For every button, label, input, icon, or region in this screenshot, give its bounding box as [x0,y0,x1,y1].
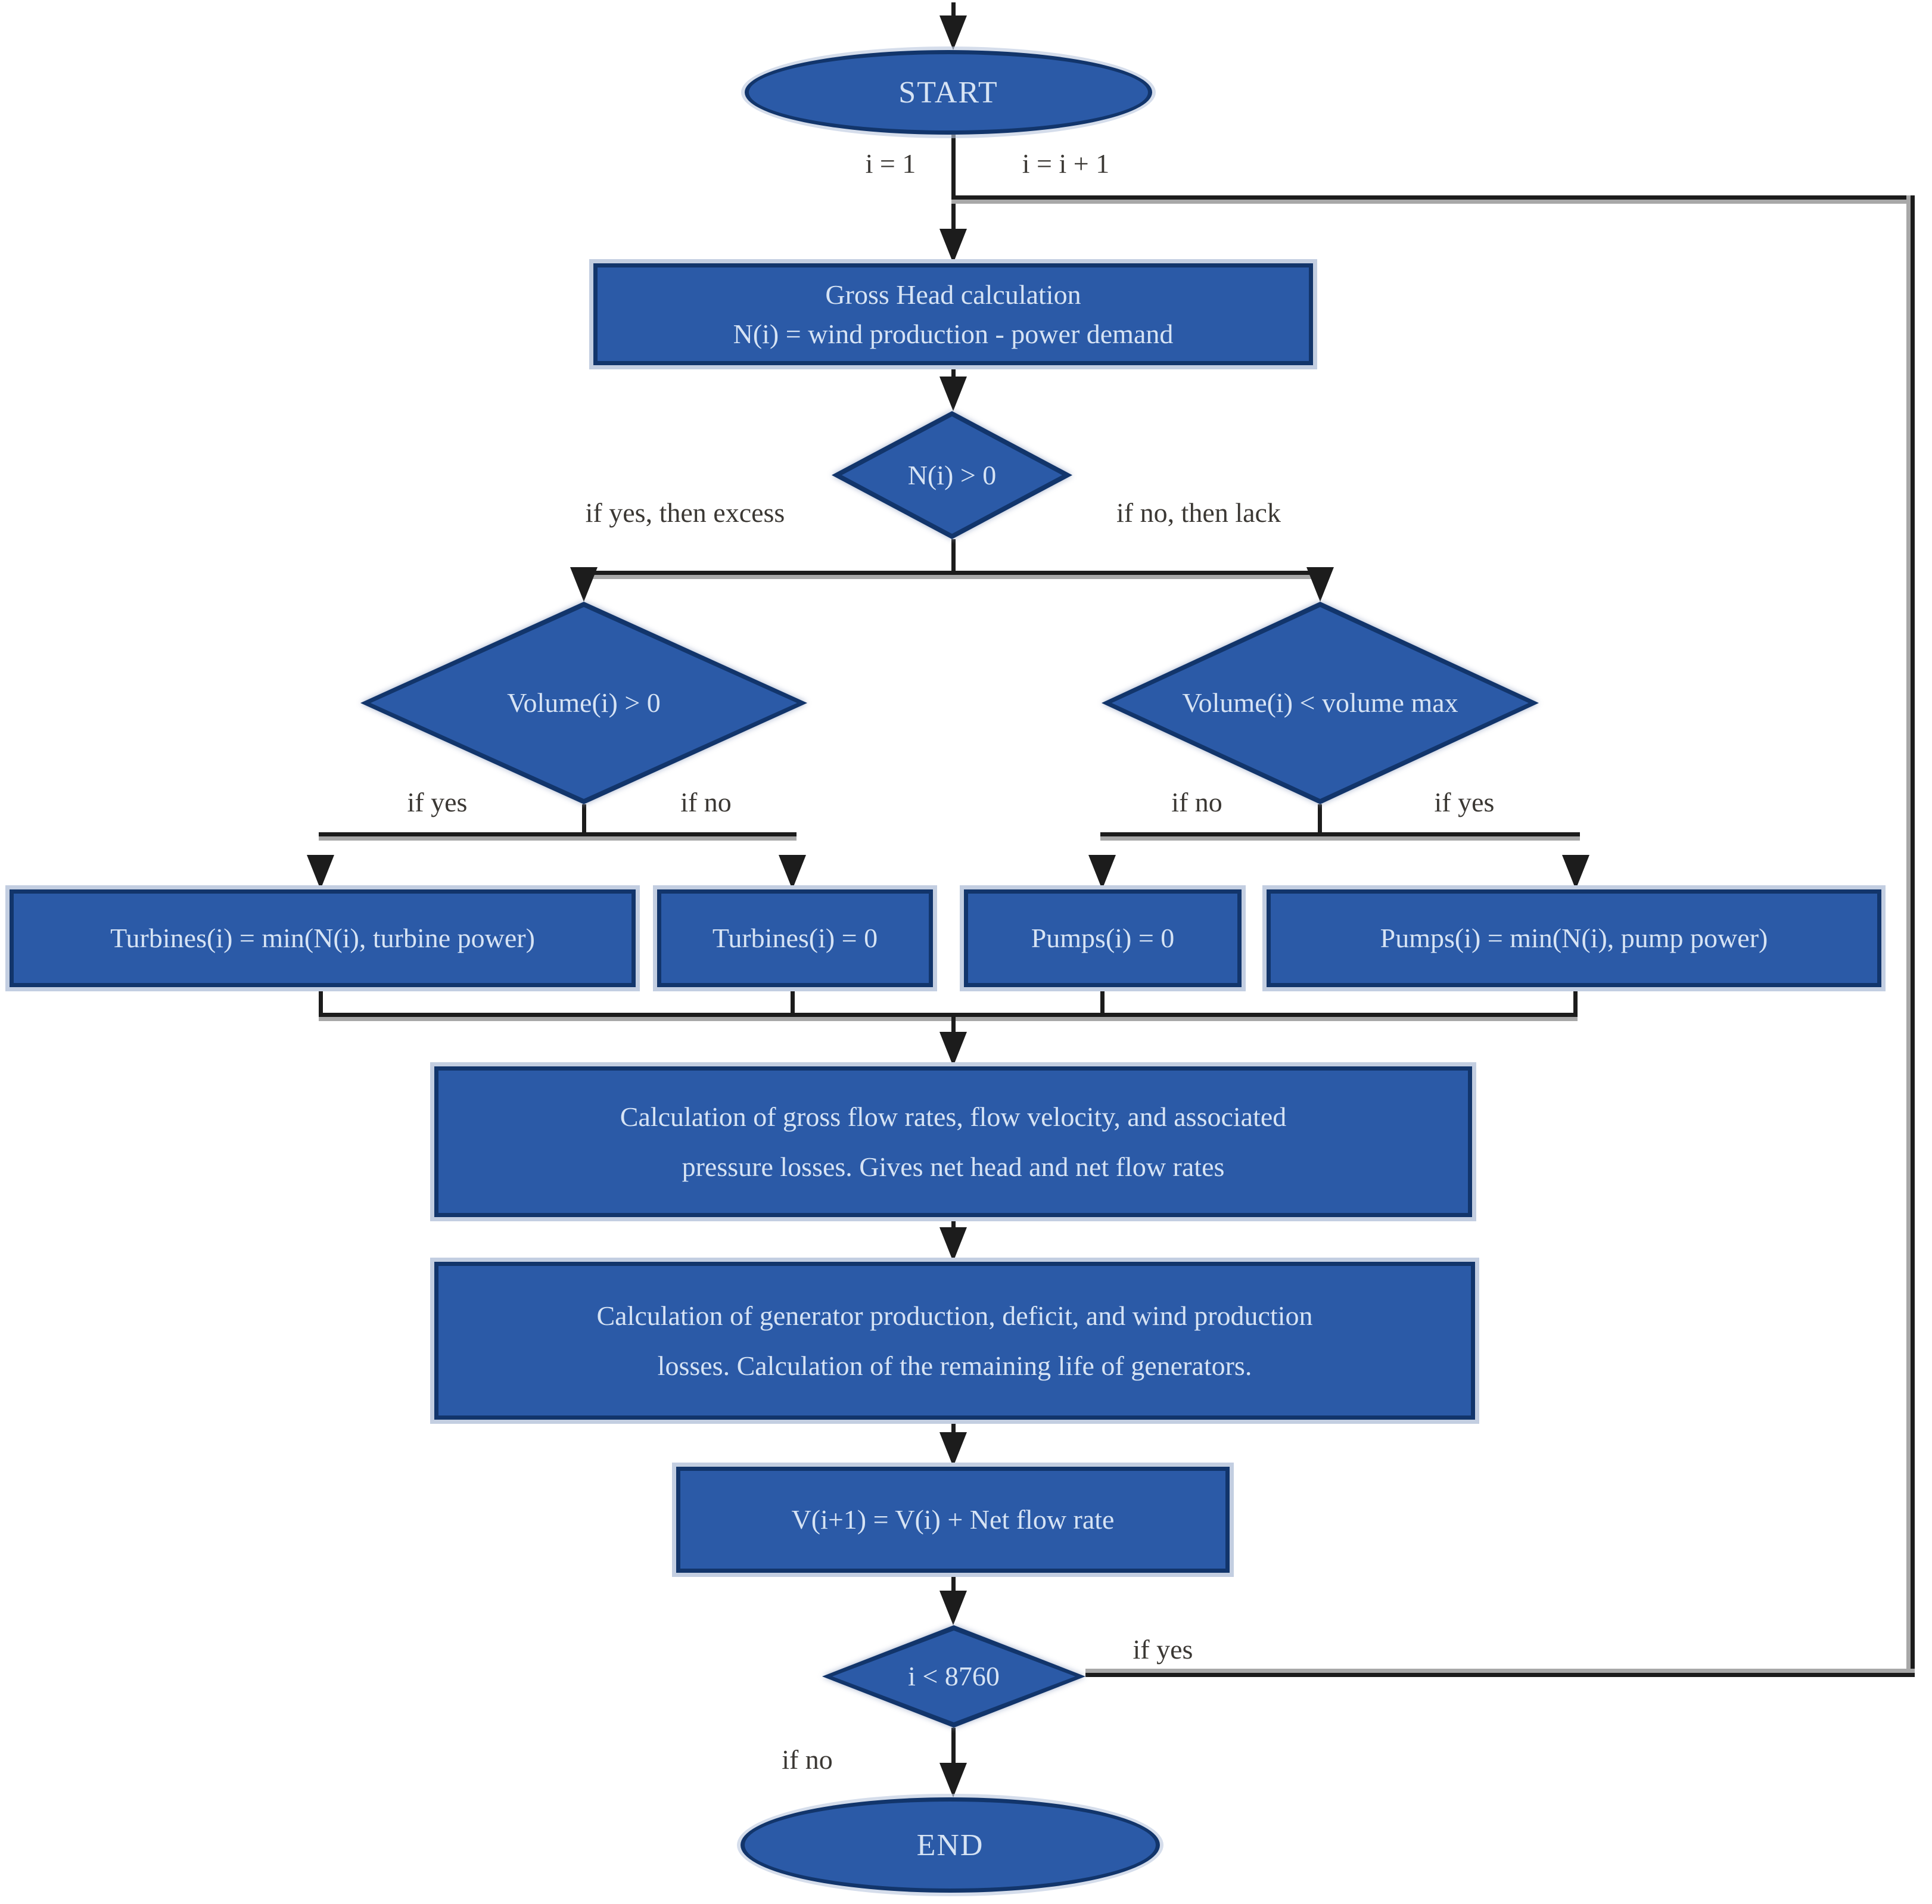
node-i-decision-label: i < 8760 [908,1661,1000,1691]
arrowhead-down-icon [939,1032,967,1066]
arrowhead-down-icon [779,855,806,889]
connector-flow-to-gen [951,1217,956,1228]
connector-loop-bottom [1085,1673,1915,1677]
connector-voll-down [582,804,586,832]
connector-collector-down [951,1013,956,1033]
edge-label-vol-right-yes: if yes [1434,787,1495,817]
node-n-decision-label: N(i) > 0 [907,459,997,490]
connector-i-to-end [951,1728,956,1763]
node-pumps-zero: Pumps(i) = 0 [964,889,1242,987]
edge-label-vol-left-yes: if yes [407,787,468,817]
arrowhead-down-icon [1562,855,1589,889]
connector-voll-split [319,832,797,836]
connector-stub [319,987,323,1013]
connector-n-down [951,539,956,571]
arrowhead-down-icon [570,567,598,602]
arrowhead-down-icon [939,15,967,50]
node-calc-flow-line1: Calculation of gross flow rates, flow ve… [620,1101,1287,1132]
arrowhead-down-icon [939,377,967,411]
node-pumps-min-label: Pumps(i) = min(N(i), pump power) [1380,923,1768,953]
node-pumps-min: Pumps(i) = min(N(i), pump power) [1267,889,1881,987]
arrowhead-down-icon [939,1432,967,1467]
node-n-decision: N(i) > 0 [832,411,1072,539]
node-gross-head-line2: N(i) = wind production - power demand [733,318,1174,349]
node-end: END [741,1797,1160,1893]
connector-n-split [582,571,1322,575]
connector-stub [1573,987,1578,1013]
edge-label-vol-left-no: if no [680,787,732,817]
node-volume-left-decision: Volume(i) > 0 [360,602,807,804]
node-turbines-zero: Turbines(i) = 0 [657,889,933,987]
node-v-update-label: V(i+1) = V(i) + Net flow rate [791,1504,1115,1535]
edge-label-n-no: if no, then lack [1116,497,1281,528]
arrowhead-down-icon [307,855,334,889]
arrowhead-down-icon [1306,567,1334,602]
edge-label-n-yes: if yes, then excess [585,497,785,528]
connector-stub [791,987,795,1013]
arrowhead-down-icon [939,1227,967,1262]
node-i-decision: i < 8760 [822,1625,1085,1728]
connector-start-to-gross [951,135,956,234]
connector-v-to-i [951,1573,956,1594]
arrowhead-down-icon [939,1591,967,1625]
node-v-update: V(i+1) = V(i) + Net flow rate [676,1467,1230,1573]
edge-label-i-increment: i = i + 1 [1022,148,1110,179]
arrowhead-down-icon [939,1763,967,1797]
edge-label-i-init: i = 1 [865,148,916,179]
node-turbines-min-label: Turbines(i) = min(N(i), turbine power) [110,923,535,953]
connector-entry [951,2,956,21]
node-gross-head: Gross Head calculation N(i) = wind produ… [593,263,1313,365]
node-turbines-min: Turbines(i) = min(N(i), turbine power) [10,889,636,987]
connector-gross-to-n [951,365,956,379]
connector-collector [319,1013,1578,1017]
arrowhead-down-icon [939,229,967,263]
node-volume-right-label: Volume(i) < volume max [1182,687,1458,718]
connector-loop-top [951,195,1915,200]
edge-label-vol-right-no: if no [1171,787,1222,817]
node-calc-flow: Calculation of gross flow rates, flow ve… [434,1066,1472,1217]
node-turbines-zero-label: Turbines(i) = 0 [712,923,878,953]
node-calc-generator-line1: Calculation of generator production, def… [596,1300,1313,1331]
connector-loop-right [1911,195,1915,1677]
node-volume-left-label: Volume(i) > 0 [507,687,661,718]
node-calc-generator-line2: losses. Calculation of the remaining lif… [657,1350,1252,1381]
edge-label-loop-yes: if yes [1133,1634,1193,1665]
node-volume-right-decision: Volume(i) < volume max [1102,602,1539,804]
connector-gen-to-v [951,1420,956,1433]
connector-stub [1100,987,1105,1013]
node-calc-flow-line2: pressure losses. Gives net head and net … [682,1151,1225,1182]
edge-label-end-no: if no [782,1744,833,1775]
node-start: START [745,50,1152,135]
node-end-label: END [916,1828,984,1862]
connector-volr-split [1100,832,1580,836]
node-calc-generator: Calculation of generator production, def… [434,1262,1475,1420]
node-pumps-zero-label: Pumps(i) = 0 [1031,923,1175,953]
node-gross-head-line1: Gross Head calculation [825,279,1081,310]
arrowhead-down-icon [1088,855,1116,889]
node-start-label: START [898,75,998,110]
connector-volr-down [1318,804,1322,832]
